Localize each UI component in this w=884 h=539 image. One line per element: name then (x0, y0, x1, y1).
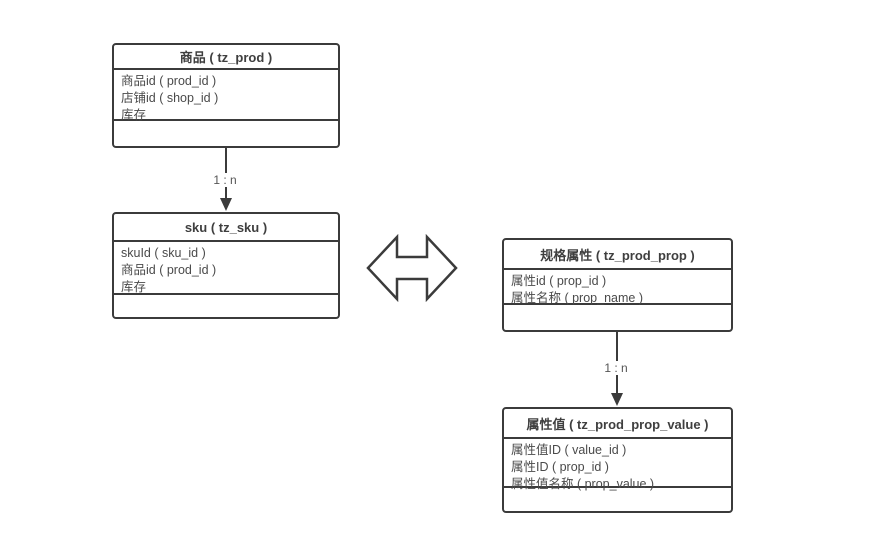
table-row: 商品id ( prod_id ) (121, 263, 217, 277)
entity-footer-prod (114, 121, 338, 146)
arrowhead-down-icon (220, 198, 232, 211)
table-row: 商品id ( prod_id ) (121, 74, 217, 88)
entity-footer-sku (114, 295, 338, 317)
entity-title-prod: 商品 ( tz_prod ) (114, 45, 338, 70)
cardinality-label: 1 : n (210, 173, 240, 187)
table-row: 属性值ID ( value_id ) (511, 443, 627, 457)
entity-table-sku: sku ( tz_sku ) skuId ( sku_id ) 商品id ( p… (112, 212, 340, 319)
table-row: 库存 (121, 108, 147, 122)
cardinality-label: 1 : n (601, 361, 631, 375)
entity-title-prod-prop: 规格属性 ( tz_prod_prop ) (504, 240, 731, 270)
table-row: 属性id ( prop_id ) (511, 274, 607, 288)
entity-body-sku: skuId ( sku_id ) 商品id ( prod_id ) 库存 (114, 242, 338, 295)
entity-body-prop-value: 属性值ID ( value_id ) 属性ID ( prop_id ) 属性值名… (504, 439, 731, 491)
arrowhead-down-icon (611, 393, 623, 406)
entity-footer-prod-prop (504, 305, 731, 330)
entity-title-sku: sku ( tz_sku ) (114, 214, 338, 242)
table-row: 店铺id ( shop_id ) (121, 91, 219, 105)
entity-body-prod-prop: 属性id ( prop_id ) 属性名称 ( prop_name ) (504, 270, 731, 305)
table-row: 库存 (121, 280, 147, 294)
entity-table-prod: 商品 ( tz_prod ) 商品id ( prod_id ) 店铺id ( s… (112, 43, 340, 148)
table-row: 属性ID ( prop_id ) (511, 460, 609, 474)
entity-table-prod-prop: 规格属性 ( tz_prod_prop ) 属性id ( prop_id ) 属… (502, 238, 733, 332)
entity-table-prop-value: 属性值 ( tz_prod_prop_value ) 属性值ID ( value… (502, 407, 733, 513)
table-row: 属性名称 ( prop_name ) (511, 291, 643, 305)
table-row: 属性值名称 ( prop_value ) (511, 477, 655, 491)
entity-body-prod: 商品id ( prod_id ) 店铺id ( shop_id ) 库存 (114, 70, 338, 122)
table-row: skuId ( sku_id ) (121, 246, 206, 260)
entity-footer-prop-value (504, 488, 731, 511)
double-horizontal-arrow-icon (366, 234, 458, 302)
entity-title-prop-value: 属性值 ( tz_prod_prop_value ) (504, 409, 731, 439)
